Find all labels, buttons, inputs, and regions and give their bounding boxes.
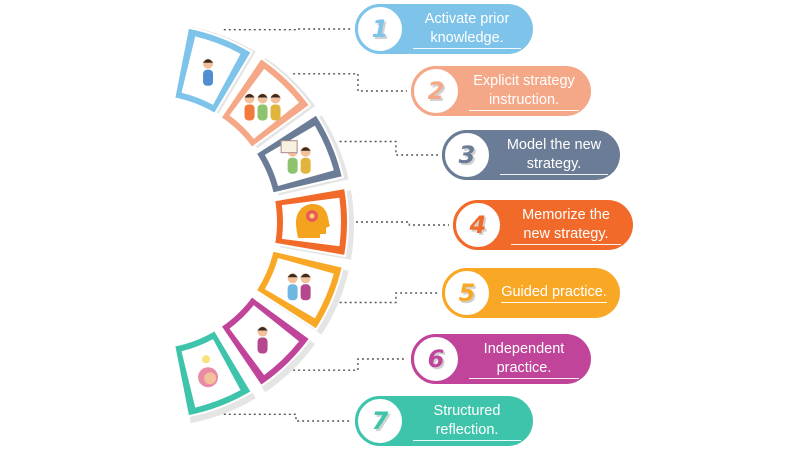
step-number-badge: 3	[442, 130, 492, 180]
step-number-badge: 4	[453, 200, 503, 250]
connector-line	[293, 73, 407, 92]
teacher-thinking-icon	[203, 58, 214, 86]
classroom-teaching-icon	[244, 93, 281, 121]
step-label: Explicit strategy instruction.	[469, 72, 579, 111]
step-panel-1	[173, 26, 256, 116]
connector-line	[356, 221, 449, 226]
step-label: Structured reflection.	[413, 402, 521, 441]
brain-head-icon	[296, 204, 330, 238]
step-number: 4	[469, 211, 487, 239]
step-number: 3	[458, 141, 476, 169]
step-label: Guided practice.	[501, 283, 607, 303]
step-6: 6 Independent practice.	[411, 334, 591, 384]
step-number: 2	[427, 77, 445, 105]
step-number-badge: 5	[442, 268, 492, 318]
step-5: 5 Guided practice.	[442, 268, 620, 318]
step-panel-2	[219, 56, 316, 150]
connector-line	[293, 358, 407, 371]
step-1: 1 Activate prior knowledge.	[355, 4, 533, 54]
step-number: 5	[458, 279, 476, 307]
connector-line	[223, 28, 351, 31]
step-label: Independent practice.	[469, 340, 579, 379]
step-number: 6	[427, 345, 445, 373]
step-7: 7 Structured reflection.	[355, 396, 533, 446]
step-3: 3 Model the new strategy.	[442, 130, 620, 180]
step-number-badge: 1	[355, 4, 405, 54]
connector-line	[223, 413, 351, 422]
reflection-head-icon	[198, 355, 219, 388]
step-label: Memorize the new strategy.	[511, 206, 621, 245]
connector-line	[339, 292, 438, 304]
step-2: 2 Explicit strategy instruction.	[411, 66, 591, 116]
step-number-badge: 2	[411, 66, 461, 116]
step-label: Model the new strategy.	[500, 136, 608, 175]
connector-line	[339, 140, 438, 156]
step-number: 1	[371, 15, 389, 43]
student-reading-icon	[257, 326, 268, 354]
step-4: 4 Memorize the new strategy.	[453, 200, 633, 250]
guided-pair-icon	[287, 273, 311, 301]
step-number-badge: 7	[355, 396, 405, 446]
step-number: 7	[371, 407, 389, 435]
step-label: Activate prior knowledge.	[413, 10, 521, 49]
step-number-badge: 6	[411, 334, 461, 384]
whiteboard-presentation-icon	[280, 140, 311, 174]
